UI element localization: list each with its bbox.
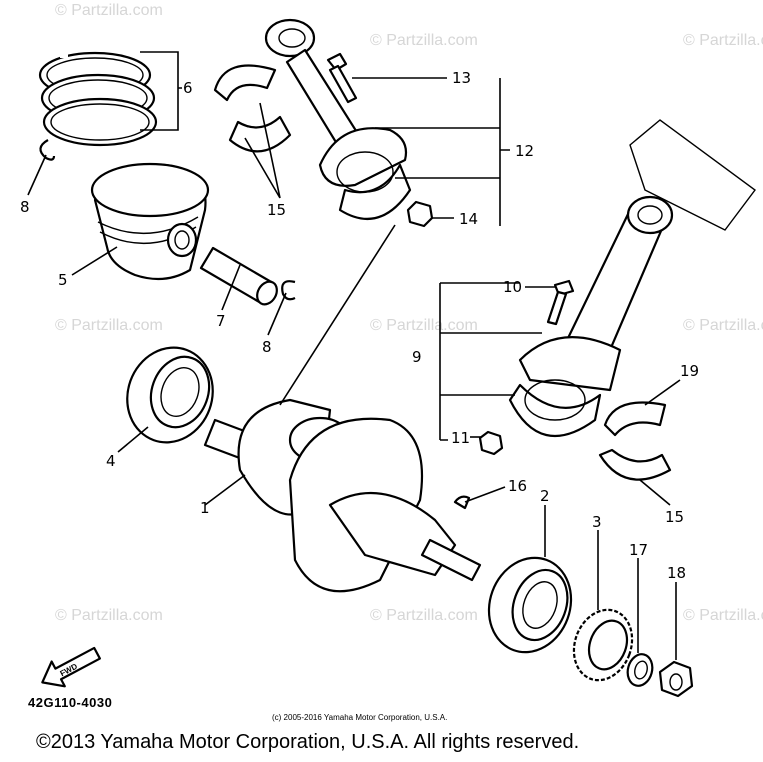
callout-15-lower: 15 xyxy=(665,508,684,526)
circlip-left xyxy=(39,139,56,161)
callout-16: 16 xyxy=(508,477,527,495)
bearing-shells-upper xyxy=(213,64,292,153)
callout-9: 9 xyxy=(412,348,422,366)
cylinder-outline xyxy=(629,119,756,231)
copyright-notice: ©2013 Yamaha Motor Corporation, U.S.A. A… xyxy=(36,731,580,753)
diagram-part-code: 42G110-4030 xyxy=(28,695,113,710)
watermark: © Partzilla.com xyxy=(370,32,478,49)
callout-8-left: 8 xyxy=(20,198,30,216)
small-copyright-notice: (c) 2005-2016 Yamaha Motor Corporation, … xyxy=(272,713,448,722)
watermark: © Partzilla.com xyxy=(683,607,763,624)
connecting-rod-lower xyxy=(508,195,674,437)
watermark: © Partzilla.com xyxy=(683,317,763,334)
callout-10: 10 xyxy=(503,278,522,296)
timing-gear xyxy=(572,608,634,682)
crank-nut xyxy=(658,660,694,698)
callout-17: 17 xyxy=(629,541,648,559)
callout-3: 3 xyxy=(592,513,602,531)
watermark: © Partzilla.com xyxy=(370,607,478,624)
callout-13: 13 xyxy=(452,69,471,87)
connecting-rod-upper xyxy=(264,18,412,220)
woodruff-key xyxy=(453,495,471,510)
callout-12: 12 xyxy=(515,142,534,160)
callout-19: 19 xyxy=(680,362,699,380)
callout-numbers: 6 8 5 7 8 15 13 12 14 10 9 11 19 15 4 1 … xyxy=(20,69,699,582)
callout-1: 1 xyxy=(200,499,210,517)
callout-7: 7 xyxy=(216,312,226,330)
piston xyxy=(90,162,210,281)
rod-bolt-lower xyxy=(546,279,575,326)
callout-5: 5 xyxy=(58,271,68,289)
callout-6: 6 xyxy=(183,79,193,97)
leader-lines xyxy=(27,51,681,660)
watermarks: © Partzilla.com © Partzilla.com © Partzi… xyxy=(55,2,763,624)
callout-2: 2 xyxy=(540,487,550,505)
bearing-right xyxy=(487,556,573,654)
piston-rings xyxy=(38,51,158,147)
rod-bolt-upper xyxy=(326,52,358,104)
rod-nut-upper xyxy=(406,200,434,228)
callout-14: 14 xyxy=(459,210,478,228)
bearing-left xyxy=(126,346,214,444)
bearing-shells-lower xyxy=(598,401,672,481)
callout-8-right: 8 xyxy=(262,338,272,356)
watermark: © Partzilla.com xyxy=(55,2,163,19)
watermark: © Partzilla.com xyxy=(683,32,763,49)
watermark: © Partzilla.com xyxy=(55,607,163,624)
callout-11: 11 xyxy=(451,429,470,447)
callout-15-upper: 15 xyxy=(267,201,286,219)
callout-4: 4 xyxy=(106,452,116,470)
callout-18: 18 xyxy=(667,564,686,582)
rod-nut-lower xyxy=(478,430,504,456)
piston-pin xyxy=(199,246,278,306)
watermark: © Partzilla.com xyxy=(370,317,478,334)
watermark: © Partzilla.com xyxy=(55,317,163,334)
crankshaft xyxy=(203,398,482,593)
washer xyxy=(626,653,654,687)
fwd-arrow-icon: FWD xyxy=(41,646,101,688)
